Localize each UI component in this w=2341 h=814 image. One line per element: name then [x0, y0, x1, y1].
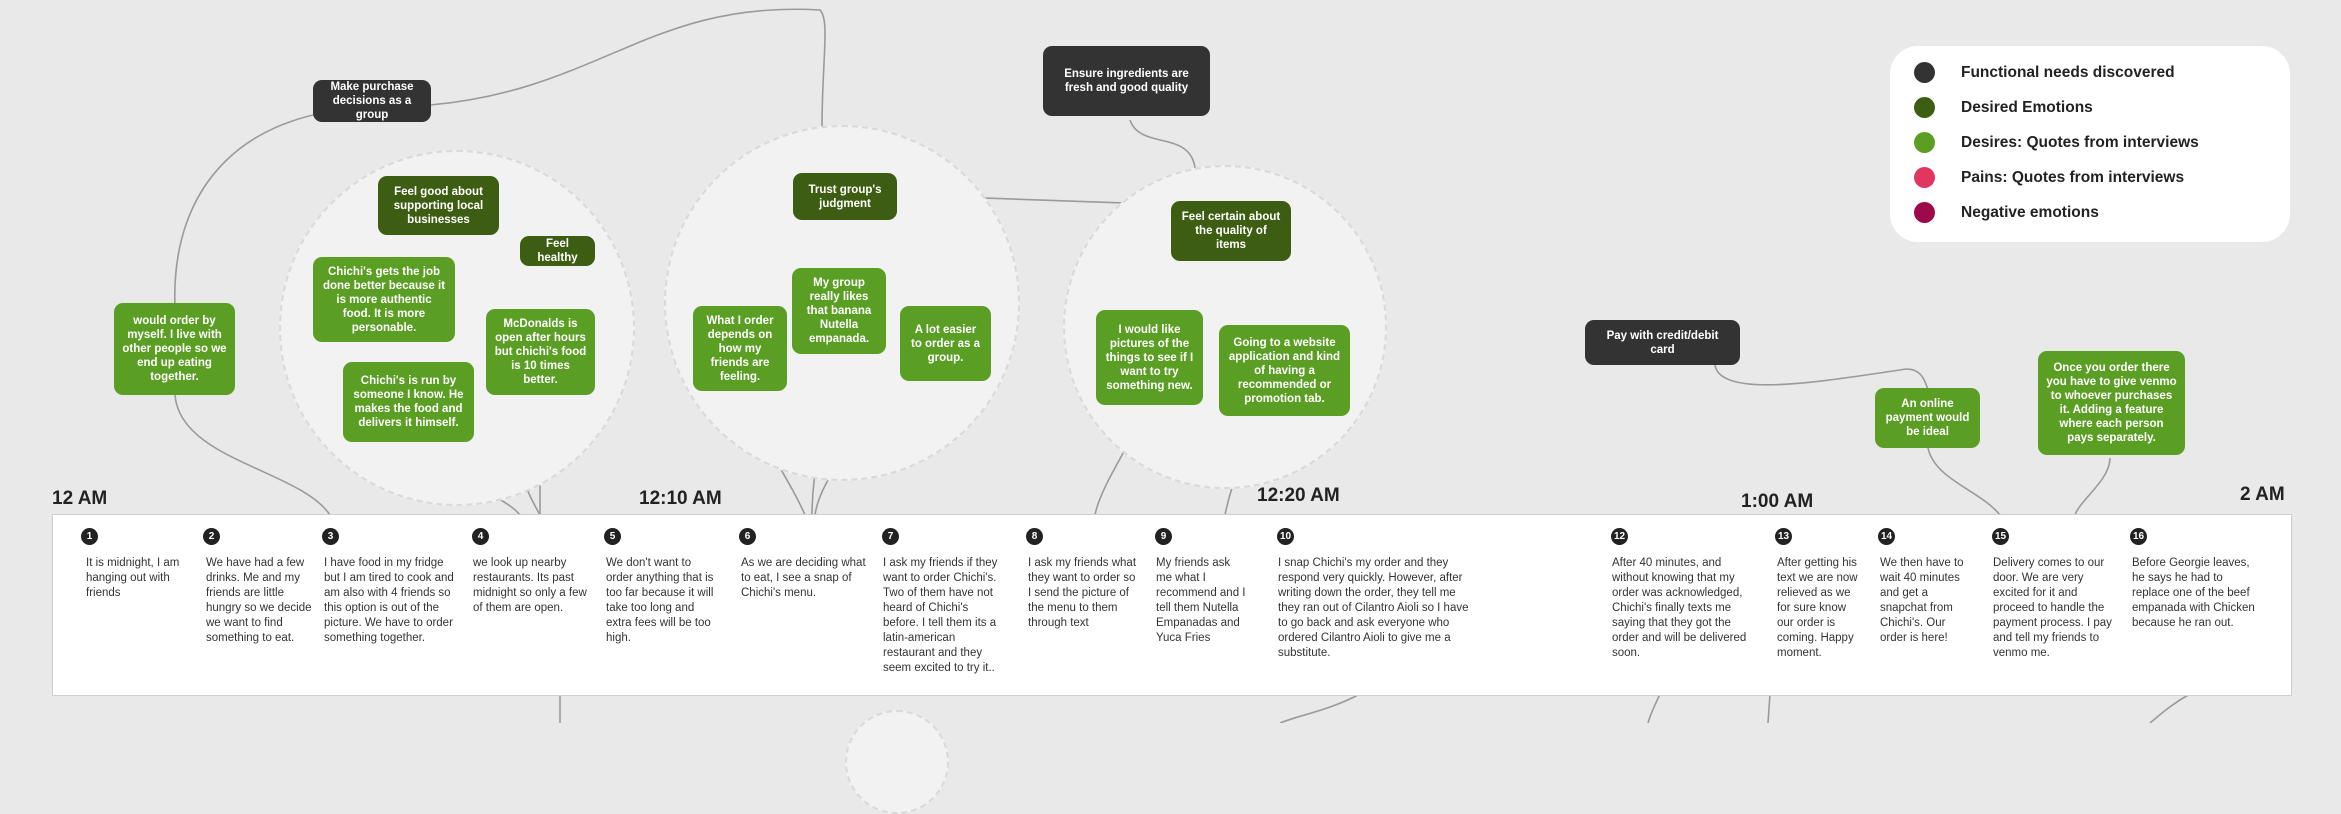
step-text: We then have to wait 40 minutes and get …	[1880, 557, 1964, 644]
node-ensure-fresh[interactable]: Ensure ingredients are fresh and good qu…	[1043, 46, 1210, 116]
step-text: After getting his text we are now reliev…	[1777, 557, 1858, 659]
legend-dot-icon	[1914, 202, 1935, 223]
legend-item: Functional needs discovered	[1914, 62, 2175, 83]
node-online-payment[interactable]: An online payment would be ideal	[1875, 388, 1980, 448]
step-text: Delivery comes to our door. We are very …	[1993, 557, 2112, 659]
legend-label: Pains: Quotes from interviews	[1961, 168, 2185, 186]
step-number: 9	[1155, 528, 1172, 545]
node-group-likes[interactable]: My group really likes that banana Nutell…	[792, 268, 886, 354]
step-text: we look up nearby restaurants. Its past …	[473, 557, 587, 614]
legend-item: Desires: Quotes from interviews	[1914, 132, 2199, 153]
legend-dot-icon	[1914, 62, 1935, 83]
node-venmo[interactable]: Once you order there you have to give ve…	[2038, 351, 2185, 455]
step-number: 8	[1026, 528, 1043, 545]
step-number: 13	[1775, 528, 1792, 545]
node-easier-group[interactable]: A lot easier to order as a group.	[900, 306, 991, 381]
node-would-order[interactable]: would order by myself. I live with other…	[114, 303, 235, 395]
step-number: 7	[882, 528, 899, 545]
legend-item: Pains: Quotes from interviews	[1914, 167, 2184, 188]
legend-label: Desired Emotions	[1961, 98, 2093, 116]
step-number: 3	[322, 528, 339, 545]
step-number: 1	[81, 528, 98, 545]
step-text: I ask my friends what they want to order…	[1028, 557, 1137, 629]
node-what-i-order[interactable]: What I order depends on how my friends a…	[693, 306, 787, 391]
step-text: Before Georgie leaves, he says he had to…	[2132, 557, 2255, 629]
step-text: My friends ask me what I recommend and I…	[1156, 557, 1246, 644]
node-make-purchase[interactable]: Make purchase decisions as a group	[313, 80, 431, 122]
node-website-app[interactable]: Going to a website application and kind …	[1219, 325, 1350, 416]
step-number: 16	[2130, 528, 2147, 545]
step-text: We don't want to order anything that is …	[606, 557, 714, 644]
time-label: 12:10 AM	[639, 488, 722, 509]
node-chichi-better[interactable]: Chichi's gets the job done better becaus…	[313, 257, 455, 342]
legend-dot-icon	[1914, 132, 1935, 153]
step-number: 12	[1611, 528, 1628, 545]
step-number: 4	[472, 528, 489, 545]
legend-dot-icon	[1914, 167, 1935, 188]
step-number: 2	[203, 528, 220, 545]
step-number: 14	[1878, 528, 1895, 545]
time-label: 12 AM	[52, 488, 108, 509]
time-label: 2 AM	[2240, 484, 2285, 505]
step-text: It is midnight, I am hanging out with fr…	[86, 557, 180, 599]
legend-label: Desires: Quotes from interviews	[1961, 133, 2199, 151]
legend-label: Functional needs discovered	[1961, 63, 2175, 81]
legend-dot-icon	[1914, 97, 1935, 118]
timeline-panel: 1 It is midnight, I am hanging out with …	[52, 514, 2292, 696]
node-pictures[interactable]: I would like pictures of the things to s…	[1096, 310, 1203, 405]
step-number: 5	[604, 528, 621, 545]
step-text: I ask my friends if they want to order C…	[883, 557, 998, 674]
time-label: 12:20 AM	[1257, 485, 1340, 506]
time-label: 1:00 AM	[1741, 491, 1814, 512]
step-text: As we are deciding what to eat, I see a …	[741, 557, 866, 599]
node-run-by-someone[interactable]: Chichi's is run by someone I know. He ma…	[343, 362, 474, 442]
node-mcdonalds[interactable]: McDonalds is open after hours but chichi…	[486, 309, 595, 395]
node-feel-healthy[interactable]: Feel healthy	[520, 236, 595, 266]
legend: Functional needs discovered Desired Emot…	[1890, 46, 2290, 242]
cluster-circle-bottom	[845, 710, 949, 814]
node-feel-good-local[interactable]: Feel good about supporting local busines…	[378, 176, 499, 235]
step-number: 6	[739, 528, 756, 545]
node-pay-card[interactable]: Pay with credit/debit card	[1585, 320, 1740, 365]
legend-item: Negative emotions	[1914, 202, 2099, 223]
step-number: 15	[1992, 528, 2009, 545]
step-text: We have had a few drinks. Me and my frie…	[206, 557, 312, 644]
step-text: After 40 minutes, and without knowing th…	[1612, 557, 1747, 659]
node-trust-group[interactable]: Trust group's judgment	[793, 173, 897, 220]
step-text: I have food in my fridge but I am tired …	[324, 557, 454, 644]
node-feel-certain[interactable]: Feel certain about the quality of items	[1171, 201, 1291, 261]
legend-label: Negative emotions	[1961, 203, 2099, 221]
step-text: I snap Chichi's my order and they respon…	[1278, 557, 1469, 659]
legend-item: Desired Emotions	[1914, 97, 2093, 118]
step-number: 10	[1277, 528, 1294, 545]
